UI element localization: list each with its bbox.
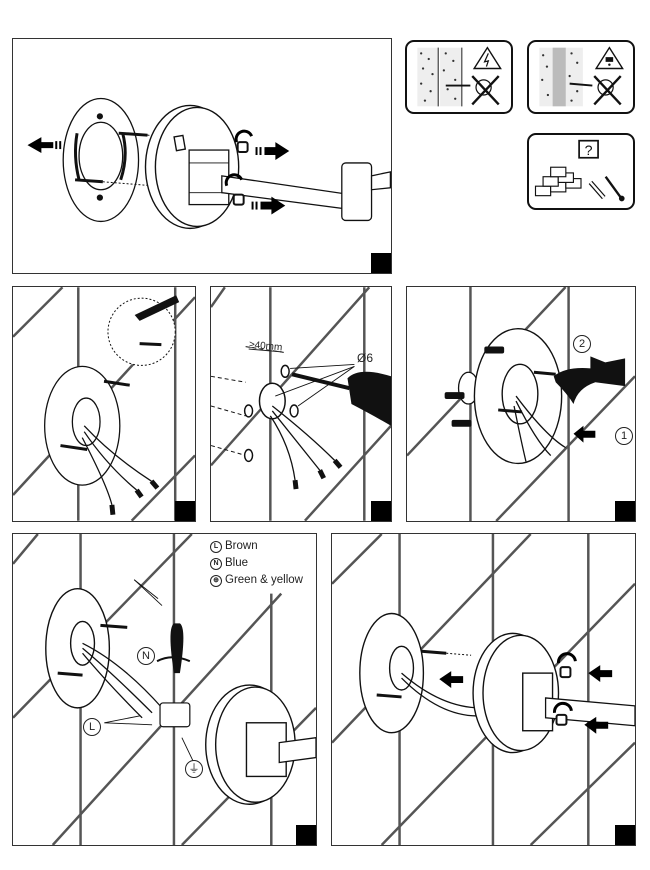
step-6-panel: [331, 533, 636, 846]
cables: [269, 405, 336, 481]
rotate-arrow-icon: [224, 129, 253, 187]
sub-step-1-label: 1: [615, 427, 633, 445]
step-4-panel: 2 1: [406, 286, 636, 522]
pull-arrow-left-icon: [27, 137, 62, 154]
cables: [513, 395, 566, 462]
warning-wall-type: ?: [527, 133, 635, 210]
wire-label-earth: ⏚: [185, 760, 203, 778]
fix-plate-illustration: [407, 287, 635, 521]
cables: [81, 425, 152, 506]
screw-icon: [232, 193, 245, 206]
pencil-icon: [134, 295, 180, 321]
reassembly-illustration: [332, 534, 635, 845]
step-marker: [615, 501, 635, 521]
wall-plug-icon: [444, 346, 505, 427]
mounting-plate: [62, 97, 140, 223]
sub-step-2-label: 2: [573, 335, 591, 353]
live-symbol-icon: L: [210, 540, 222, 553]
wiring-legend: L Brown N Blue ⊕ Green & yellow: [210, 538, 303, 589]
step-marker: [296, 825, 316, 845]
plug-screw-icon: [588, 176, 625, 202]
disassembly-illustration: [27, 97, 391, 230]
mark-holes-illustration: [13, 287, 195, 521]
neutral-symbol-icon: N: [210, 557, 222, 570]
cables: [82, 642, 163, 719]
earth-symbol-icon: ⊕: [210, 574, 222, 587]
screw-icon: [74, 131, 148, 184]
drill-bit: [291, 372, 350, 391]
screw-icon: [236, 141, 249, 154]
water-pipe-drill-warning-icon: [539, 46, 624, 107]
rotate-arrow-icon: [553, 652, 577, 714]
legend-label: Brown: [225, 540, 258, 552]
wall-type-plug-question-icon: ?: [534, 139, 625, 202]
push-arrow-icon: [573, 425, 596, 443]
step-1-panel: [12, 38, 392, 274]
step-marker: [615, 825, 635, 845]
step-marker: [175, 501, 195, 521]
legend-label: Blue: [225, 557, 249, 569]
step-5-panel: N L ⏚: [12, 533, 317, 846]
wire-label-n: N: [137, 647, 155, 665]
lamp-arm: [221, 162, 391, 222]
mounting-plate: [45, 587, 111, 709]
drill-icon: [347, 371, 391, 426]
step-3-panel: ≥40mm Ø6: [210, 286, 392, 522]
step-marker: [371, 253, 391, 273]
drill-diameter-label: Ø6: [357, 351, 374, 365]
bricks-icon: [534, 166, 582, 197]
legend-item-brown: L Brown: [210, 538, 303, 555]
mounting-plate: [44, 365, 121, 486]
mounting-plate: [359, 612, 425, 734]
terminal-block: [159, 702, 191, 728]
lamp-arm: [278, 737, 316, 764]
mounting-plate: [473, 327, 563, 465]
push-arrow-icon: [584, 665, 613, 734]
screwdriver-icon: [553, 356, 626, 404]
detail-magnifier: [107, 297, 176, 366]
wire-label-l: L: [83, 718, 101, 736]
wiring-illustration: [13, 534, 316, 845]
lamp-base: [472, 632, 560, 754]
step-marker: [371, 501, 391, 521]
electric-hazard-drill-warning-icon: [417, 46, 502, 107]
drill-holes-illustration: [211, 287, 391, 521]
legend-item-green-yellow: ⊕ Green & yellow: [210, 572, 303, 589]
question-mark-icon: ?: [585, 143, 593, 159]
legend-item-blue: N Blue: [210, 555, 303, 572]
cables: [401, 672, 482, 717]
step-2-panel: [12, 286, 196, 522]
screwdriver-icon: [170, 623, 184, 674]
warning-water-pipes: [527, 40, 635, 114]
question-box: [578, 139, 599, 159]
push-arrow-icon: [439, 671, 464, 689]
legend-label: Green & yellow: [225, 574, 303, 586]
rotate-arrow-icon: [156, 656, 191, 663]
screw-icon: [555, 666, 572, 726]
pull-arrow-right-icon: [251, 142, 290, 215]
warning-electric-cables: [405, 40, 513, 114]
